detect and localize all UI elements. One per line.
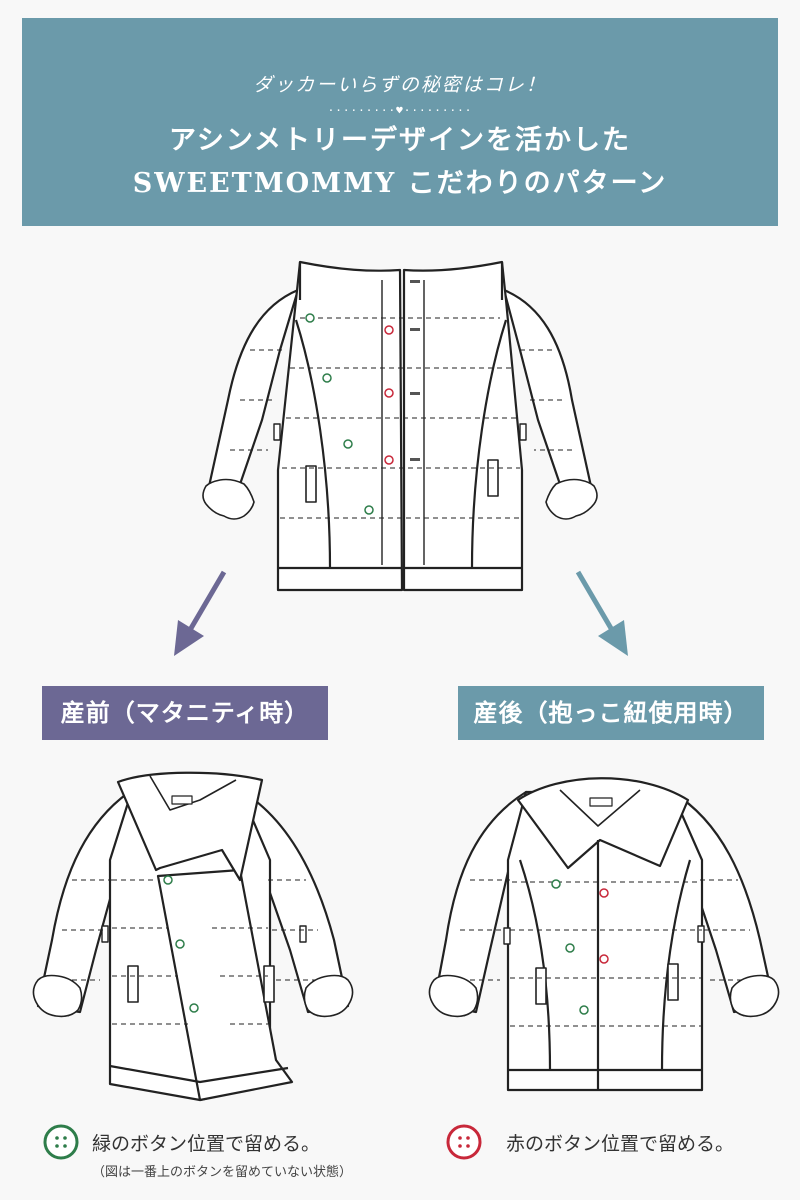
coat-open-left-body bbox=[276, 260, 404, 592]
coat-after-illustration bbox=[428, 777, 780, 1092]
coat-before-collar-inner bbox=[149, 775, 237, 811]
coat-open-right-pocket bbox=[487, 459, 499, 497]
heart-divider: ·········♥········· bbox=[327, 104, 473, 117]
coat-after-collar bbox=[516, 777, 690, 870]
coat-open-illustration bbox=[202, 260, 598, 592]
header-banner: ダッカーいらずの秘密はコレ！ ·········♥········· アシンメト… bbox=[22, 18, 778, 226]
coat-open-left-pocket bbox=[305, 465, 317, 503]
coat-after-buttons bbox=[551, 879, 609, 1015]
coat-before-collar bbox=[116, 771, 264, 882]
green-button-legend: 緑のボタン位置で留める。 bbox=[92, 1133, 321, 1155]
coat-after-left-fur-cuff bbox=[428, 974, 479, 1018]
coat-open-right-fur-cuff bbox=[545, 478, 598, 520]
coat-before-front-flap bbox=[156, 868, 294, 1102]
coat-before-right-fur-cuff bbox=[303, 974, 354, 1018]
coat-open-buttons bbox=[305, 313, 394, 515]
green-button-icon bbox=[43, 1124, 79, 1160]
green-button-note: （図は一番上のボタンを留めていない状態） bbox=[92, 1165, 353, 1180]
red-button-icon bbox=[446, 1124, 482, 1160]
coat-before-illustration bbox=[32, 771, 354, 1102]
coat-open-left-fur-cuff bbox=[202, 478, 255, 520]
coat-open-right-body bbox=[402, 260, 524, 592]
before-birth-label: 産前（マタニティ時） bbox=[42, 686, 328, 740]
coat-before-buttons bbox=[163, 875, 199, 1013]
arrow-to-before bbox=[174, 570, 227, 656]
red-button-legend: 赤のボタン位置で留める。 bbox=[506, 1133, 735, 1155]
headline-line-2: SWEETMOMMY こだわりのパターン bbox=[132, 168, 668, 199]
coat-open-hood bbox=[298, 262, 504, 300]
after-birth-label: 産後（抱っこ紐使用時） bbox=[458, 686, 764, 740]
headline-line-1: アシンメトリーデザインを活かした bbox=[168, 125, 632, 156]
arrow-to-after bbox=[575, 570, 628, 656]
coat-after-right-fur-cuff bbox=[729, 974, 780, 1018]
tagline: ダッカーいらずの秘密はコレ！ bbox=[253, 74, 547, 96]
coat-before-left-fur-cuff bbox=[32, 974, 83, 1018]
